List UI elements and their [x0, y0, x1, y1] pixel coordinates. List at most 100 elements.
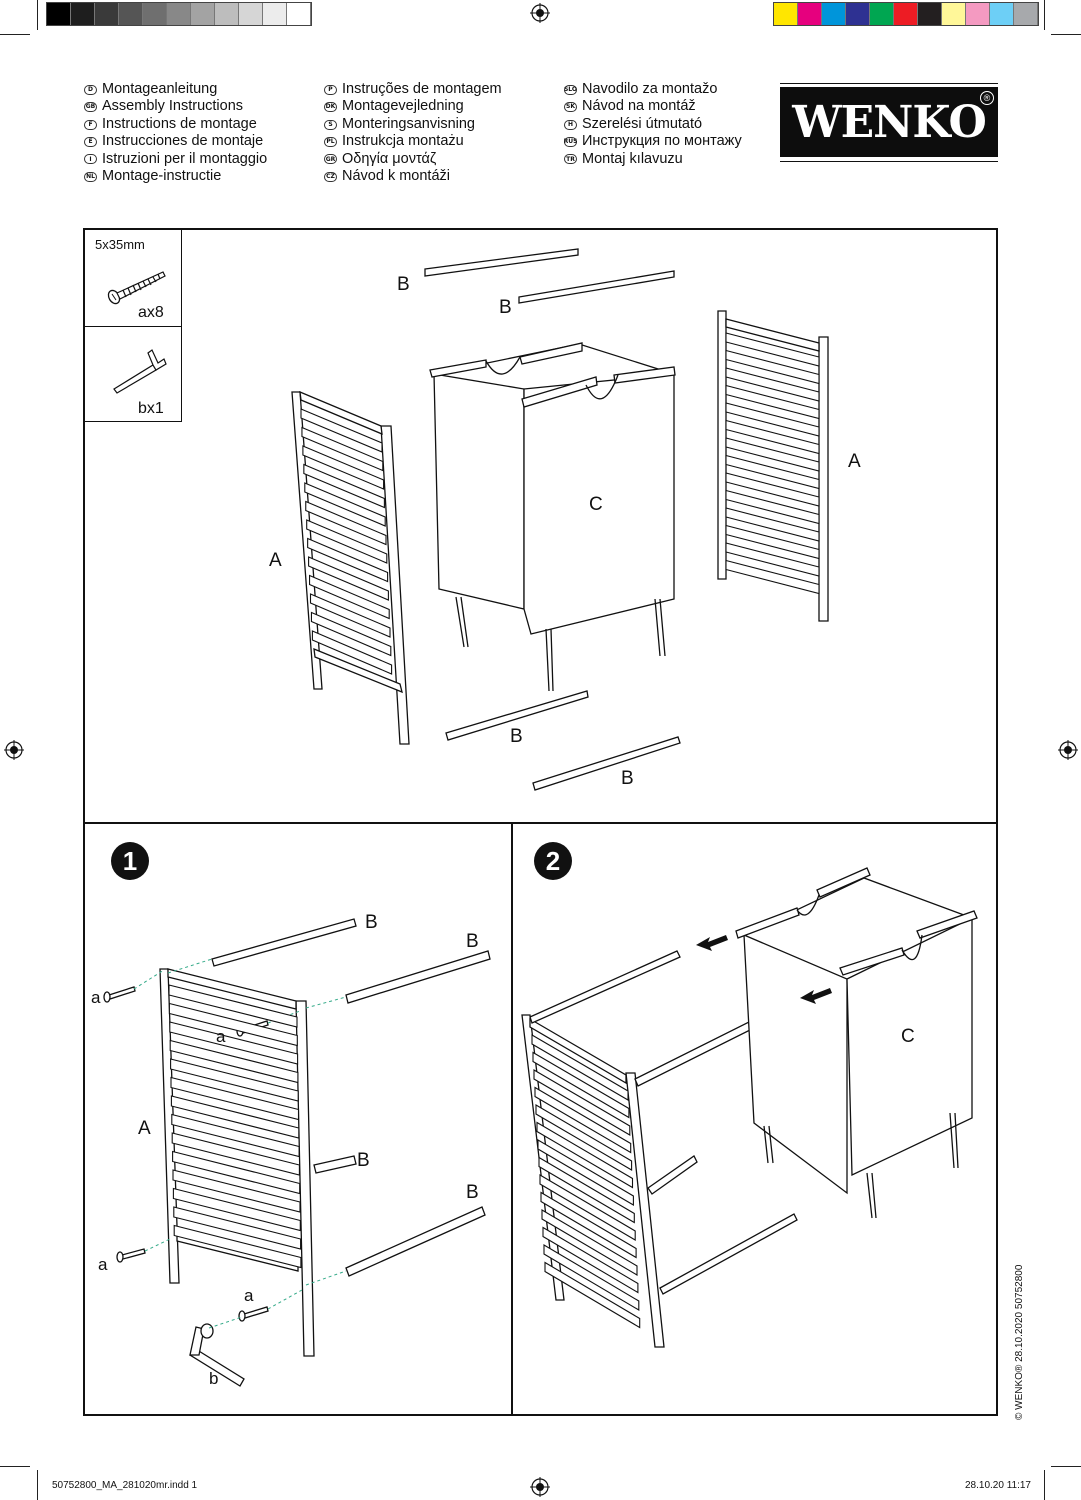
language-code-badge: D — [84, 84, 97, 95]
screw-qty-label: ax8 — [138, 304, 164, 321]
arrow-left-icon — [800, 988, 832, 1004]
slat — [725, 559, 820, 595]
language-code-badge: GB — [84, 102, 97, 113]
gray-swatch — [287, 3, 311, 25]
slat — [307, 537, 389, 583]
slat — [173, 1206, 302, 1250]
rod-label: B — [466, 1182, 479, 1203]
gray-swatch — [167, 3, 191, 25]
language-code-badge: SLO — [563, 84, 578, 95]
slat — [302, 445, 385, 490]
screw-label: a — [216, 1027, 226, 1046]
slat — [309, 593, 391, 638]
allen-key-label: b — [209, 1369, 219, 1388]
gray-swatch — [263, 3, 287, 25]
slat — [725, 472, 820, 507]
side-panel-label: A — [848, 451, 861, 472]
crop-mark — [1051, 34, 1081, 35]
slat — [306, 519, 388, 564]
slat — [725, 402, 820, 437]
slat — [538, 1156, 635, 1224]
color-swatch — [942, 3, 966, 25]
language-code-badge: TR — [564, 154, 577, 165]
slat — [170, 1076, 300, 1121]
slat — [544, 1261, 641, 1329]
language-code-badge: H — [564, 119, 577, 130]
color-bar — [773, 2, 1039, 26]
slat — [172, 1187, 301, 1232]
crop-mark — [1044, 1470, 1045, 1500]
slat — [172, 1150, 301, 1195]
slat — [725, 437, 820, 472]
slat — [535, 1104, 633, 1171]
registration-mark-icon — [530, 1477, 550, 1497]
slat — [173, 1224, 302, 1269]
slat — [534, 1086, 632, 1154]
logo-text: WENKO — [792, 96, 987, 148]
slat — [533, 1069, 631, 1136]
step2-illustration — [521, 867, 978, 1348]
language-label: Οδηγία μοντάζ — [342, 150, 437, 167]
screw-label: a — [91, 988, 101, 1007]
side-panel-label: A — [138, 1118, 151, 1139]
language-label: Navodilo za montažo — [582, 81, 718, 97]
crop-mark — [1044, 0, 1045, 30]
language-item: TR Montaj kılavuzu — [564, 151, 742, 168]
slat — [725, 384, 820, 420]
slat — [725, 507, 820, 542]
language-code-badge: I — [84, 154, 97, 165]
language-label: Návod k montáži — [342, 168, 450, 185]
step2-panel — [511, 822, 998, 1416]
side-panel-label: A — [269, 550, 282, 571]
crop-mark — [37, 1470, 38, 1500]
screw-icon — [103, 986, 136, 1003]
rod-label: B — [365, 912, 378, 933]
gray-swatch — [239, 3, 263, 25]
slat — [725, 489, 820, 525]
bag-label: C — [901, 1026, 915, 1047]
slat — [301, 426, 384, 472]
step2-number: 2 — [534, 842, 572, 880]
color-swatch — [894, 3, 918, 25]
grayscale-bar — [46, 2, 312, 26]
slat — [169, 1039, 299, 1084]
language-label: Szerelési útmutató — [582, 115, 703, 132]
language-code-badge: S — [324, 119, 337, 130]
gray-swatch — [71, 3, 95, 25]
gray-swatch — [95, 3, 119, 25]
language-item: H Szerelési útmutató — [564, 116, 742, 133]
footer-filename: 50752800_MA_281020mr.indd 1 — [52, 1480, 198, 1491]
language-code-badge: RUS — [563, 136, 578, 147]
slat — [308, 556, 389, 601]
slat — [169, 1021, 299, 1065]
rod-label: B — [510, 726, 523, 747]
arrow-left-icon — [696, 935, 728, 951]
language-label: Assembly Instructions — [102, 98, 244, 115]
gray-swatch — [119, 3, 143, 25]
slat — [725, 419, 820, 455]
screw-part-box — [83, 228, 182, 327]
language-code-badge: PL — [324, 136, 337, 147]
rod-label: B — [621, 768, 634, 789]
slat — [540, 1191, 637, 1259]
language-label: Instrukcja montażu — [342, 133, 464, 150]
slat — [725, 542, 820, 577]
gray-swatch — [215, 3, 239, 25]
rod-label: B — [466, 931, 479, 952]
slat — [168, 984, 298, 1028]
language-code-badge: DK — [324, 102, 337, 113]
rod-label: B — [499, 297, 512, 318]
language-label: Montaj kılavuzu — [582, 150, 683, 167]
language-label: Montage-instructie — [102, 168, 222, 185]
language-item: PL Instrukcja montażu — [324, 133, 502, 150]
slat — [171, 1113, 300, 1158]
